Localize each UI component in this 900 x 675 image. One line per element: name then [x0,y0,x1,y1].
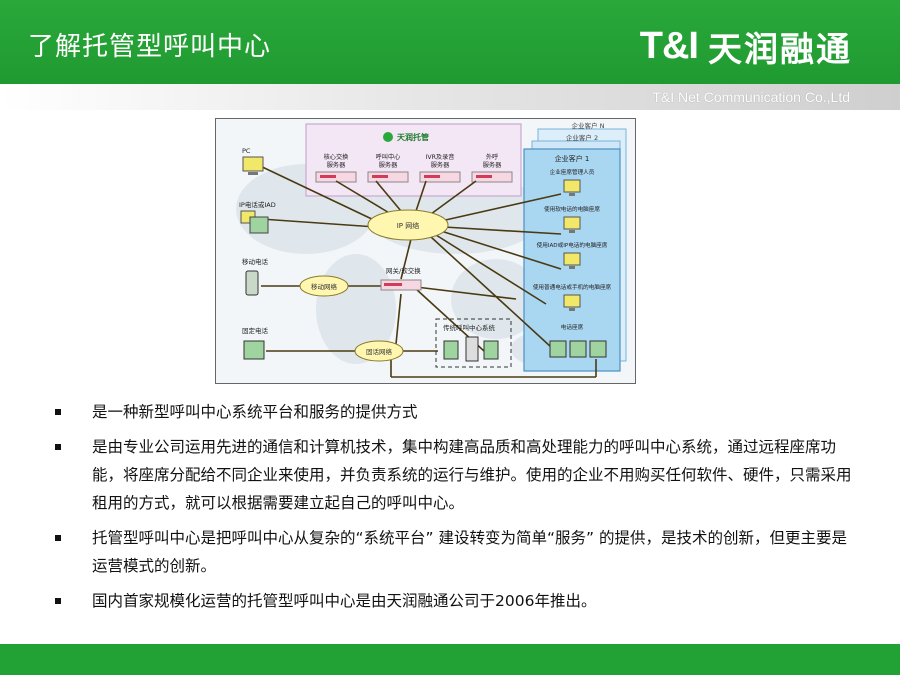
svg-text:服务器: 服务器 [483,161,502,169]
svg-text:移动网络: 移动网络 [311,282,338,291]
header-bar: 了解托管型呼叫中心 T&I 天润融通 [0,0,900,84]
seat-node: 使用普通电话或手机的电脑座席 [533,283,612,311]
bullet-item: 国内首家规模化运营的托管型呼叫中心是由天润融通公司于2006年推出。 [55,587,855,615]
svg-text:核心交换: 核心交换 [324,153,349,161]
svg-text:固话网络: 固话网络 [366,347,393,356]
svg-text:电话座席: 电话座席 [561,323,584,331]
platform-logo-icon [383,132,393,142]
enterprise-n-label: 企业客户 N [572,121,605,130]
platform-logo-text: 天润托管 [397,132,429,142]
bullet-marker [55,444,61,450]
connection-lines [255,163,597,378]
svg-text:IP 网络: IP 网络 [397,221,420,230]
brand-mark: T&I [639,25,699,67]
ip-phone-icon [249,216,269,234]
company-subbar: T&I Net Communication Co.,Ltd [0,84,900,110]
footer-bar [0,644,900,675]
bullet-marker [55,598,61,604]
architecture-diagram: 企业客户 N 企业客户 2 企业客户 1 天润托管 核心交换服务器呼叫中心服务器… [215,118,636,384]
svg-text:传统呼叫中心系统: 传统呼叫中心系统 [443,323,496,332]
seat-node: 使用软电话的电脑座席 [544,205,600,233]
seat-node: 电话座席 [549,323,607,358]
company-name-en: T&I Net Communication Co.,Ltd [652,89,850,105]
enterprise-1-label: 企业客户 1 [555,154,590,163]
pc-icon [242,156,264,172]
svg-text:使用软电话的电脑座席: 使用软电话的电脑座席 [544,205,600,213]
svg-text:外呼: 外呼 [486,153,498,161]
enterprise-seat-group: 企业座席管理人员使用软电话的电脑座席使用IAD或IP电话的电脑座席使用普通电话或… [533,168,612,358]
pc-label: PC [242,147,251,155]
svg-text:服务器: 服务器 [327,161,346,169]
bullet-item: 是一种新型呼叫中心系统平台和服务的提供方式 [55,398,855,426]
bullet-item: 托管型呼叫中心是把呼叫中心从复杂的“系统平台” 建设转变为简单“服务” 的提供，… [55,524,855,580]
mobile-phone-label: 移动电话 [242,257,269,266]
svg-text:服务器: 服务器 [431,161,450,169]
mobile-phone-icon [245,270,259,296]
slide-title: 了解托管型呼叫中心 [28,32,272,62]
fixed-phone-icon [243,340,265,360]
ip-network-cloud: IP 网络 [367,209,449,241]
gateway-device: 网关/软交换 [380,266,422,291]
brand-logo: T&I 天润融通 [640,22,852,71]
bullet-item: 是由专业公司运用先进的通信和计算机技术，集中构建高品质和高处理能力的呼叫中心系统… [55,433,855,517]
ip-phone-label: IP电话或IAD [239,200,276,209]
hosted-platform-box [305,123,522,197]
bullet-list: 是一种新型呼叫中心系统平台和服务的提供方式 是由专业公司运用先进的通信和计算机技… [55,398,855,622]
fixed-network-cloud: 固话网络 [354,340,404,362]
bullet-marker [55,409,61,415]
svg-text:企业座席管理人员: 企业座席管理人员 [550,168,595,176]
svg-text:IVR及录音: IVR及录音 [426,153,455,161]
svg-text:网关/软交换: 网关/软交换 [386,266,421,275]
bullet-marker [55,535,61,541]
seat-node: 企业座席管理人员 [550,168,595,196]
svg-text:服务器: 服务器 [379,161,398,169]
seat-node: 使用IAD或IP电话的电脑座席 [537,241,608,269]
svg-text:使用普通电话或手机的电脑座席: 使用普通电话或手机的电脑座席 [533,283,612,291]
fixed-phone-label: 固定电话 [242,326,269,335]
svg-text:使用IAD或IP电话的电脑座席: 使用IAD或IP电话的电脑座席 [537,241,608,249]
svg-text:呼叫中心: 呼叫中心 [376,153,401,161]
brand-name: 天润融通 [708,30,852,70]
enterprise-2-label: 企业客户 2 [566,133,598,142]
left-device-group: PC IP电话或IAD 移动电话 固定电话 [239,147,276,360]
traditional-callcenter-box: 传统呼叫中心系统 [435,318,512,368]
mobile-network-cloud: 移动网络 [299,275,349,297]
